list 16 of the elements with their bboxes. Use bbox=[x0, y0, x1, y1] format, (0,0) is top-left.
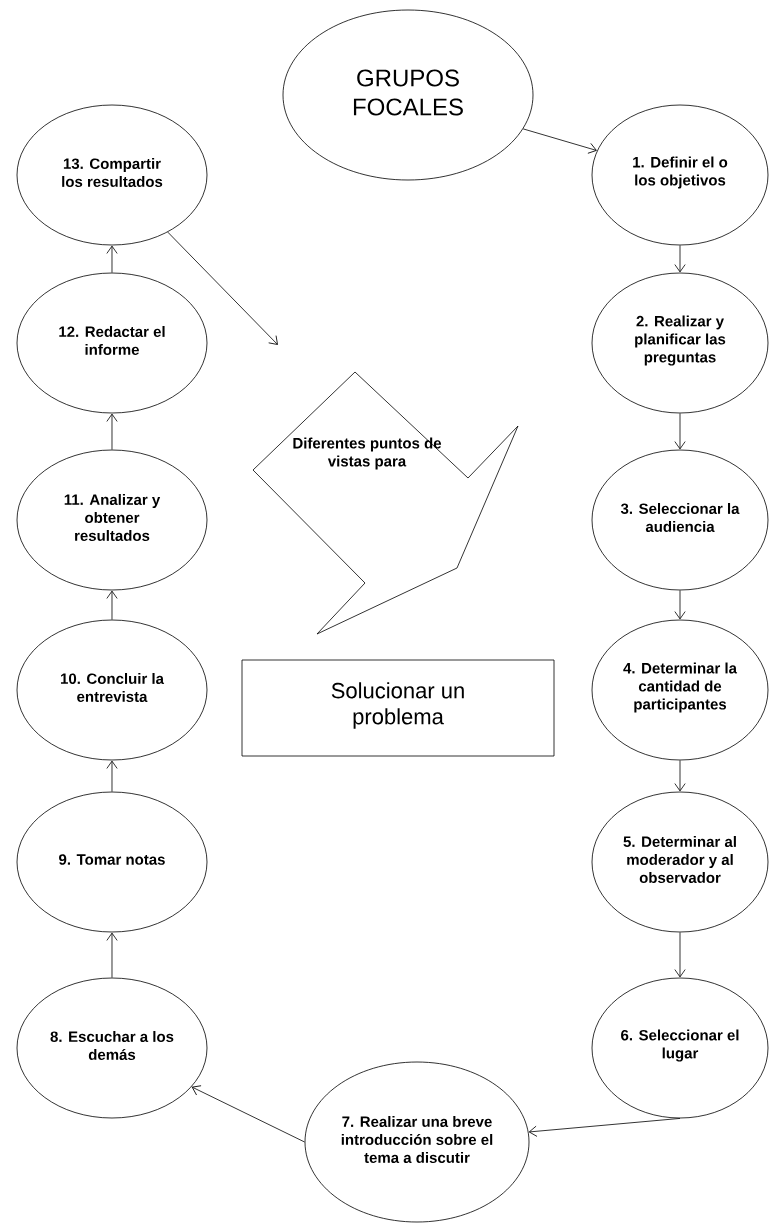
arrow bbox=[106, 413, 118, 450]
arrow bbox=[106, 932, 118, 978]
arrow bbox=[106, 590, 118, 620]
arrow bbox=[522, 128, 597, 154]
arrow bbox=[528, 1118, 681, 1137]
arrow bbox=[674, 760, 686, 792]
arrow bbox=[674, 413, 686, 450]
arrow-callout: Diferentes puntos de vistas para bbox=[252, 371, 519, 635]
arrow bbox=[191, 1085, 305, 1143]
arrow bbox=[674, 590, 686, 620]
text-box: Solucionar un problema bbox=[241, 659, 555, 757]
arrow bbox=[106, 760, 118, 792]
arrow bbox=[674, 932, 686, 978]
arrow bbox=[167, 231, 278, 345]
arrow bbox=[106, 245, 118, 273]
arrow bbox=[674, 245, 686, 273]
